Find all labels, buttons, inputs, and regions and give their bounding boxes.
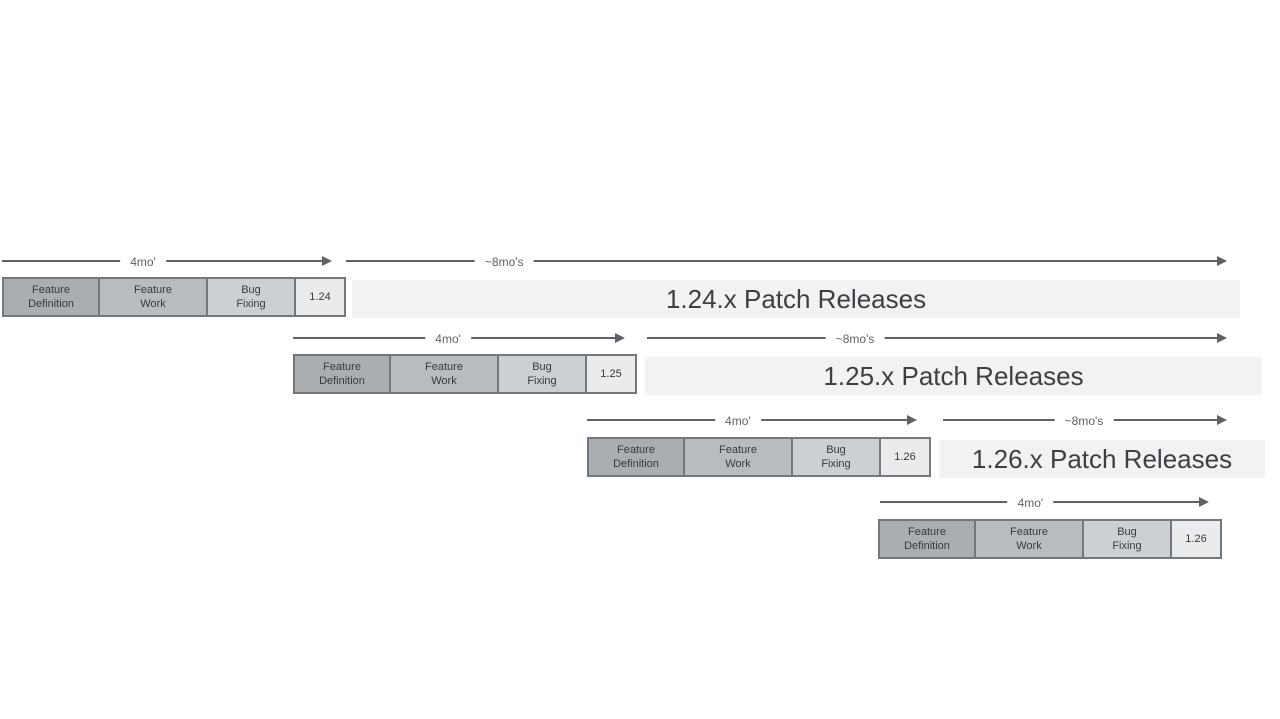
feature-definition-box: Feature Definition bbox=[293, 354, 391, 394]
row3-patch-duration-arrow: ~8mo's bbox=[943, 414, 1227, 428]
feature-work-box: Feature Work bbox=[974, 519, 1084, 559]
version-box: 1.26 bbox=[879, 437, 931, 477]
row1-dev-duration-arrow: 4mo' bbox=[2, 255, 332, 269]
row1-patch-releases-bar: 1.24.x Patch Releases bbox=[352, 280, 1240, 318]
row2-dev-duration-arrow: 4mo' bbox=[293, 332, 625, 346]
version-box: 1.24 bbox=[294, 277, 346, 317]
feature-definition-box: Feature Definition bbox=[587, 437, 685, 477]
arrow-head-icon bbox=[615, 333, 625, 343]
feature-work-box: Feature Work bbox=[683, 437, 793, 477]
row1-phase-boxes: Feature Definition Feature Work Bug Fixi… bbox=[2, 277, 346, 317]
row2-dev-duration-label: 4mo' bbox=[425, 332, 471, 346]
arrow-head-icon bbox=[1199, 497, 1209, 507]
row3-patch-duration-label: ~8mo's bbox=[1054, 414, 1114, 428]
bug-fixing-box: Bug Fixing bbox=[791, 437, 881, 477]
arrow-head-icon bbox=[322, 256, 332, 266]
arrow-head-icon bbox=[907, 415, 917, 425]
arrow-head-icon bbox=[1217, 333, 1227, 343]
row1-dev-duration-label: 4mo' bbox=[120, 255, 166, 269]
arrow-head-icon bbox=[1217, 256, 1227, 266]
row2-patch-releases-bar: 1.25.x Patch Releases bbox=[645, 357, 1262, 395]
row2-patch-duration-arrow: ~8mo's bbox=[647, 332, 1227, 346]
row3-phase-boxes: Feature Definition Feature Work Bug Fixi… bbox=[587, 437, 931, 477]
feature-definition-box: Feature Definition bbox=[878, 519, 976, 559]
row3-dev-duration-label: 4mo' bbox=[715, 414, 761, 428]
bug-fixing-box: Bug Fixing bbox=[497, 354, 587, 394]
bug-fixing-box: Bug Fixing bbox=[206, 277, 296, 317]
version-box: 1.25 bbox=[585, 354, 637, 394]
row4-dev-duration-label: 4mo' bbox=[1007, 496, 1054, 510]
row1-patch-duration-arrow: ~8mo's bbox=[346, 255, 1227, 269]
bug-fixing-box: Bug Fixing bbox=[1082, 519, 1172, 559]
row1-patch-duration-label: ~8mo's bbox=[474, 255, 534, 269]
row2-phase-boxes: Feature Definition Feature Work Bug Fixi… bbox=[293, 354, 637, 394]
row4-dev-duration-arrow: 4mo' bbox=[880, 496, 1209, 510]
feature-work-box: Feature Work bbox=[98, 277, 208, 317]
row3-patch-releases-bar: 1.26.x Patch Releases bbox=[939, 440, 1265, 478]
row4-phase-boxes: Feature Definition Feature Work Bug Fixi… bbox=[878, 519, 1222, 559]
row3-dev-duration-arrow: 4mo' bbox=[587, 414, 917, 428]
feature-work-box: Feature Work bbox=[389, 354, 499, 394]
arrow-head-icon bbox=[1217, 415, 1227, 425]
row2-patch-duration-label: ~8mo's bbox=[825, 332, 885, 346]
feature-definition-box: Feature Definition bbox=[2, 277, 100, 317]
version-box: 1.26 bbox=[1170, 519, 1222, 559]
